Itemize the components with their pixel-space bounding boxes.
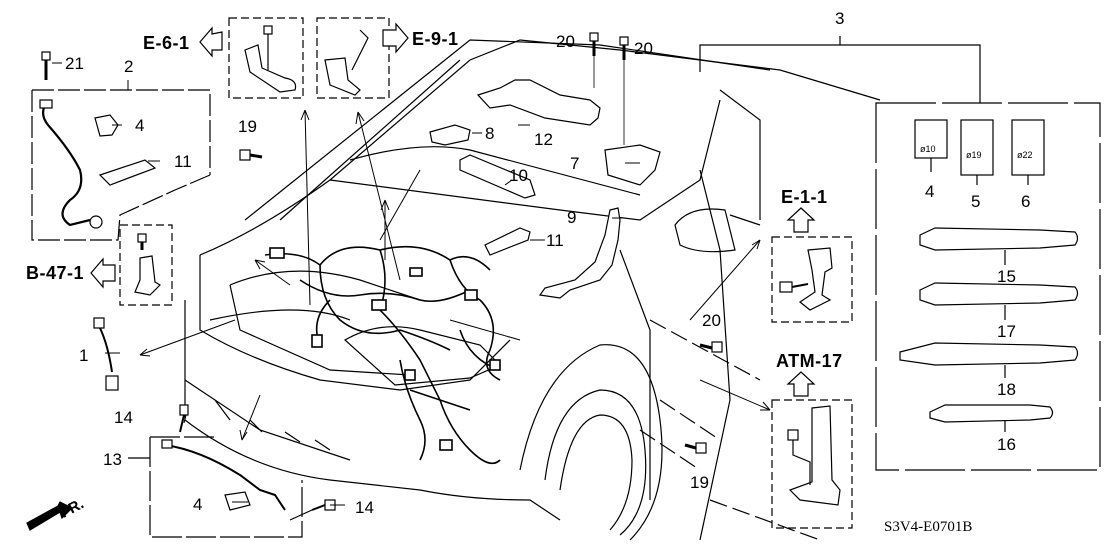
callout-14b: 14	[355, 498, 374, 517]
callout-16: 16	[997, 435, 1016, 454]
grommet-size-5: ø19	[966, 150, 982, 160]
callout-18: 18	[997, 380, 1016, 399]
front-direction-arrow	[26, 501, 74, 531]
callout-1: 1	[79, 346, 89, 365]
inset-e-9-1	[316, 17, 390, 99]
callout-4c: 4	[193, 495, 203, 514]
inset-e-1-1	[771, 236, 853, 323]
arrow-b-47-1	[90, 257, 116, 289]
grommet-size-4: ø10	[920, 144, 936, 154]
callout-19b: 19	[690, 473, 709, 492]
callout-14a: 14	[114, 408, 133, 427]
ref-b-47-1[interactable]: B-47-1	[26, 263, 85, 283]
callout-20b: 20	[634, 39, 653, 58]
part-1-sensor	[93, 317, 119, 391]
callout-8: 8	[485, 124, 495, 143]
inset-e-6-1	[228, 17, 304, 99]
vehicle-outline	[184, 39, 881, 541]
callout-20c: 20	[702, 311, 721, 330]
callout-13: 13	[103, 450, 122, 469]
callout-15: 15	[997, 267, 1016, 286]
arrow-e-6-1	[199, 26, 223, 58]
grommet-size-6: ø22	[1017, 150, 1033, 160]
callout-7: 7	[570, 154, 580, 173]
ref-e-6-1[interactable]: E-6-1	[143, 33, 190, 53]
callout-19a: 19	[238, 117, 257, 136]
inset-b-47-1	[119, 224, 173, 306]
inset-atm-17	[771, 399, 853, 529]
callout-12: 12	[534, 130, 553, 149]
callout-11a: 11	[174, 152, 192, 171]
pointer-arrows	[139, 109, 771, 441]
grommets	[914, 119, 1045, 185]
arrow-atm-17	[786, 371, 816, 397]
callout-4a: 4	[135, 116, 145, 135]
upper-parts	[239, 32, 723, 454]
callout-4b: 4	[925, 182, 935, 201]
ref-atm-17[interactable]: ATM-17	[776, 351, 843, 371]
callout-2: 2	[124, 57, 134, 76]
clips	[899, 227, 1079, 432]
ref-e-9-1[interactable]: E-9-1	[412, 29, 459, 49]
group-3-box	[699, 36, 1101, 471]
inset-box-2	[31, 51, 211, 241]
callout-11b: 11	[546, 231, 564, 250]
arrow-e-1-1	[786, 207, 816, 233]
diagram-code: S3V4-E0701B	[884, 519, 973, 535]
callout-20a: 20	[556, 32, 575, 51]
callout-6: 6	[1021, 192, 1031, 211]
engine-wire-harness	[264, 245, 501, 465]
callout-10: 10	[509, 166, 528, 185]
ref-e-1-1[interactable]: E-1-1	[781, 187, 828, 207]
callout-5: 5	[971, 192, 981, 211]
callout-9: 9	[567, 208, 577, 227]
callout-3: 3	[835, 9, 845, 28]
arrow-e-9-1	[382, 22, 409, 54]
leader-lines	[52, 62, 640, 506]
callout-17: 17	[997, 322, 1016, 341]
callout-21: 21	[65, 54, 84, 73]
inset-box-13	[128, 404, 336, 538]
